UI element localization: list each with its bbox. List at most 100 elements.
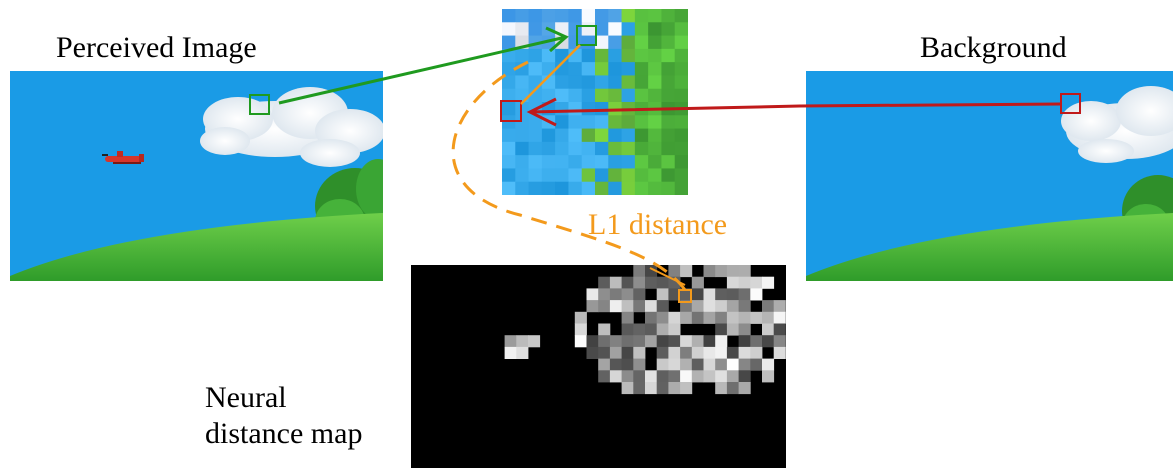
patch-cell [581, 155, 596, 169]
patch-cell [595, 75, 609, 90]
patch-cell [515, 75, 530, 90]
patch-cell [528, 181, 543, 195]
patch-cell [648, 48, 662, 63]
patch-cell [581, 115, 596, 130]
patch-cell [568, 88, 583, 103]
distance-cell [750, 346, 763, 359]
patch-cell [541, 75, 556, 90]
patch-cell [621, 155, 636, 169]
patch-cell [621, 22, 636, 37]
distance-cell [715, 288, 728, 301]
patch-cell [515, 115, 530, 130]
distance-cell [726, 323, 739, 336]
patch-cell [568, 141, 583, 156]
distance-cell [586, 288, 599, 301]
patch-cell [595, 128, 609, 143]
patch-cell [634, 168, 649, 183]
patch-cell [661, 48, 676, 63]
distance-cell [750, 335, 763, 348]
patch-cell [568, 115, 583, 130]
patch-cell [608, 155, 623, 169]
patch-cell [674, 48, 688, 63]
distance-cell [668, 311, 681, 324]
distance-cell [656, 335, 669, 348]
distance-cell [680, 346, 693, 359]
patch-cell [634, 102, 649, 116]
distance-cell [574, 335, 587, 348]
distance-cell [715, 358, 728, 371]
patch-cell [608, 128, 623, 143]
distance-cell [773, 335, 786, 348]
patch-cell [555, 48, 569, 63]
distance-cell [738, 300, 751, 313]
distance-cell [668, 346, 681, 359]
patch-cell [541, 141, 556, 156]
patch-cell [661, 9, 676, 23]
patch-cell [581, 128, 596, 143]
patch-cell [568, 102, 583, 116]
patch-cell [595, 181, 609, 195]
distance-cell [668, 382, 681, 395]
distance-cell [738, 311, 751, 324]
distance-cell [773, 323, 786, 336]
patch-cell [502, 168, 516, 183]
patch-cell [674, 181, 688, 195]
distance-cell [598, 370, 611, 383]
background-label: Background [920, 31, 1067, 64]
patch-cell [621, 168, 636, 183]
patch-cell [608, 22, 623, 37]
patch-cell [608, 141, 623, 156]
patch-cell [555, 102, 569, 116]
patch-cell [674, 62, 688, 76]
patch-cell [528, 168, 543, 183]
distance-cell [726, 311, 739, 324]
distance-cell [773, 311, 786, 324]
patch-cell [661, 181, 676, 195]
patch-cell [608, 88, 623, 103]
patch-cell [541, 115, 556, 130]
patch-cell [595, 155, 609, 169]
patch-cell [674, 141, 688, 156]
patch-cell [674, 168, 688, 183]
distance-cell [621, 382, 634, 395]
patch-cell [674, 115, 688, 130]
distance-cell [656, 300, 669, 313]
patch-cell [515, 181, 530, 195]
patch-cell [661, 168, 676, 183]
patch-cell [621, 128, 636, 143]
patch-cell [634, 48, 649, 63]
distance-cell [516, 346, 529, 359]
distance-cell [656, 288, 669, 301]
l1-distance-label: L1 distance [588, 208, 728, 241]
patch-cell [595, 35, 609, 50]
seaplane [102, 151, 144, 164]
patch-cell [528, 62, 543, 76]
patch-cell [528, 35, 543, 50]
distance-cell [691, 358, 704, 371]
patch-cell [661, 115, 676, 130]
patch-cell [581, 168, 596, 183]
patch-cell [595, 48, 609, 63]
distance-cell [762, 370, 775, 383]
patch-cell [515, 62, 530, 76]
distance-cell [621, 370, 634, 383]
patch-cell [661, 155, 676, 169]
distance-cell [656, 311, 669, 324]
patch-cell [541, 62, 556, 76]
patch-cell [555, 181, 569, 195]
distance-cell [598, 276, 611, 289]
patch-cell [568, 62, 583, 76]
patch-cell [595, 9, 609, 23]
neural-distance-map [411, 265, 786, 468]
patch-cell [515, 35, 530, 50]
distance-cell [504, 335, 517, 348]
distance-cell [609, 300, 622, 313]
patch-cell [634, 62, 649, 76]
patch-cell [581, 48, 596, 63]
patch-cell [568, 22, 583, 37]
patch-cell [648, 181, 662, 195]
distance-cell [598, 288, 611, 301]
patch-cell [595, 102, 609, 116]
patch-cell [621, 88, 636, 103]
patch-cell [674, 75, 688, 90]
